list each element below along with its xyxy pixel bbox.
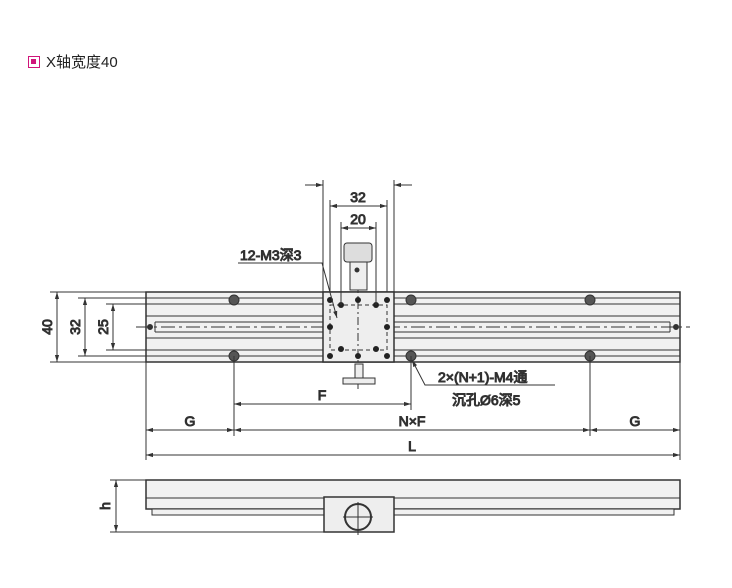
note-tapped-holes: 12-M3深3 [240, 247, 302, 263]
dimension-lines [50, 180, 681, 533]
dim-40: 40 [39, 319, 55, 335]
section-title-text: X轴宽度40 [46, 54, 118, 71]
dim-L: L [408, 438, 416, 454]
section-title: X轴宽度40 [28, 51, 118, 72]
bullet-square-icon [28, 55, 40, 68]
dim-25: 25 [95, 319, 111, 335]
dim-32: 32 [350, 189, 366, 205]
note-counterbore: 沉孔Ø6深5 [452, 392, 521, 408]
rail-side-view [145, 479, 681, 535]
note-mount-holes: 2×(N+1)-M4通 [438, 369, 527, 385]
dim-32-vertical: 32 [67, 319, 83, 335]
carriage [322, 242, 395, 390]
dim-G-right: G [630, 413, 641, 429]
rail-top-view [136, 291, 690, 363]
dim-h: h [97, 502, 113, 510]
dim-G-left: G [185, 413, 196, 429]
dim-F: F [318, 387, 327, 403]
dim-NxF: N×F [399, 413, 426, 429]
dim-20: 20 [350, 211, 366, 227]
